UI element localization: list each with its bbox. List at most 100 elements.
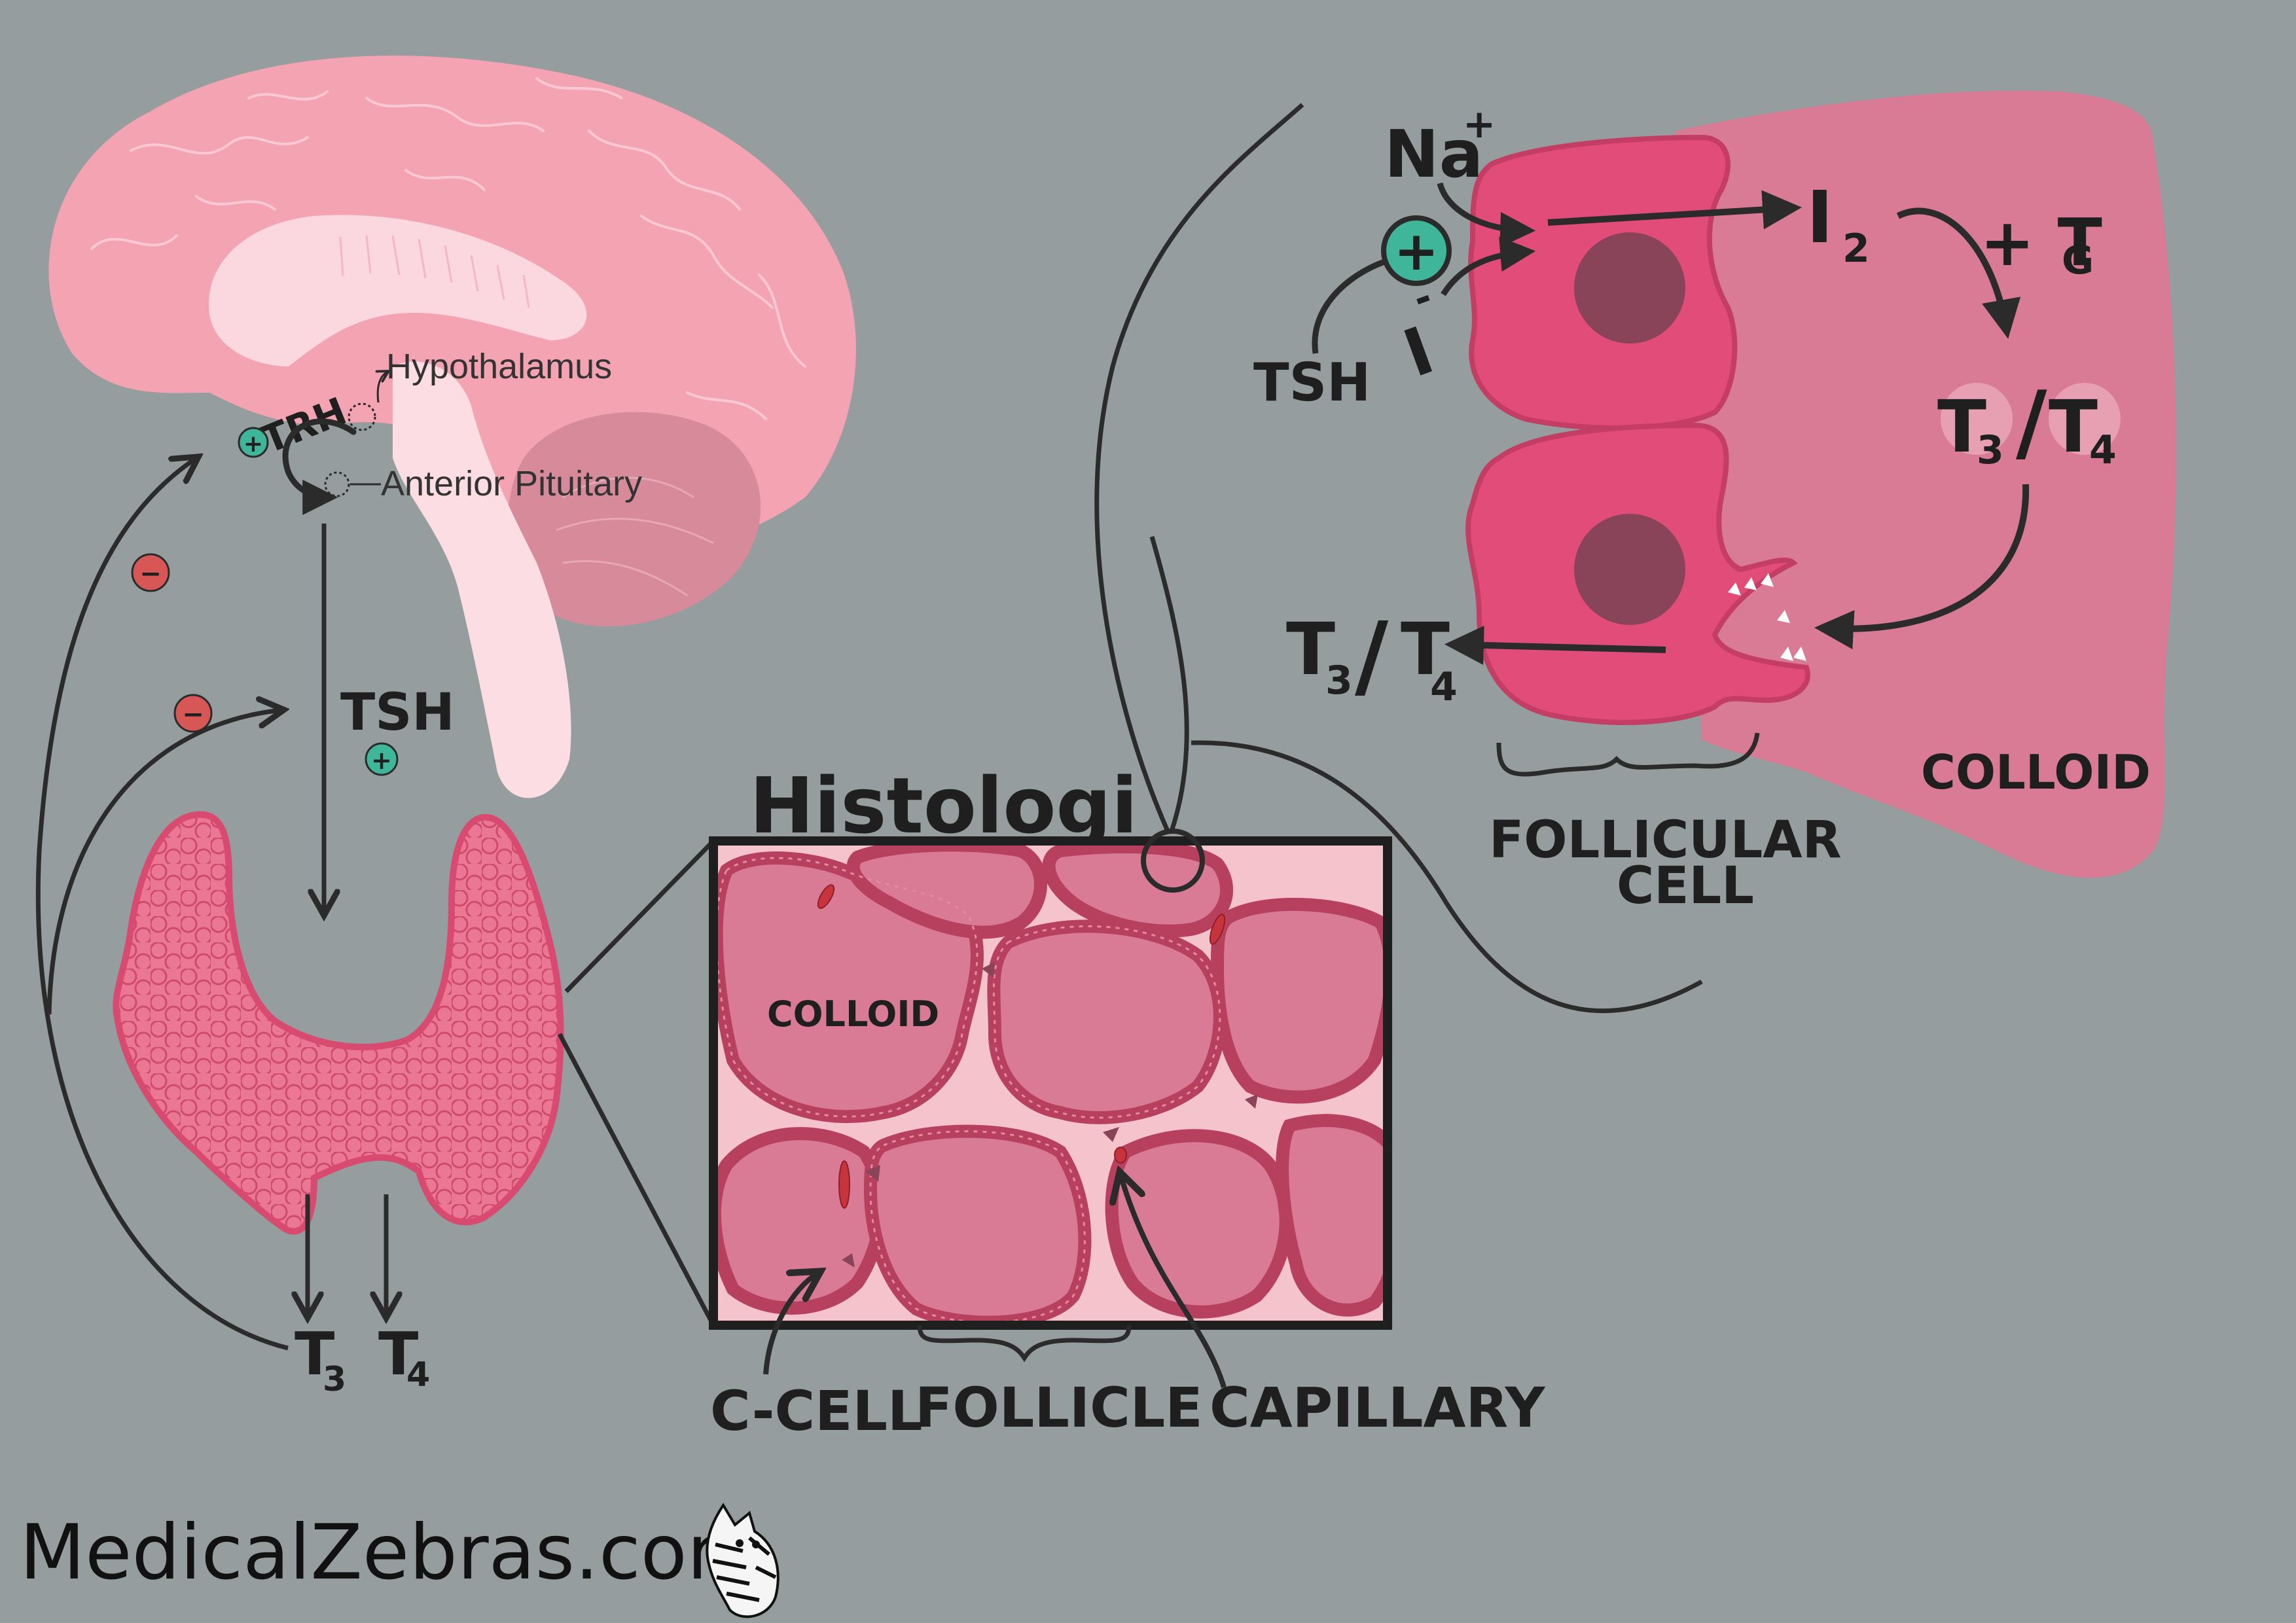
svg-text:3: 3 — [1325, 658, 1353, 704]
na-arrow — [1437, 182, 1536, 247]
t3-bubble — [1941, 383, 2013, 455]
iodine-transport-arrow — [1547, 190, 1802, 230]
zebra-logo-icon — [706, 1503, 780, 1618]
svg-text:I: I — [1394, 312, 1443, 393]
capillary — [1209, 914, 1226, 945]
tsh-input-arrow — [1312, 259, 1386, 354]
svg-text:2: 2 — [1842, 226, 1870, 272]
c-cell — [1103, 1127, 1119, 1142]
svg-text:−: − — [139, 559, 162, 589]
trh-plus-badge — [238, 427, 269, 458]
minus-badge-pituitary — [173, 694, 213, 733]
minus-badge-hypothalamus — [131, 553, 170, 592]
colloid-detail-label: COLLOID — [1921, 745, 2151, 800]
svg-text:T: T — [295, 1320, 334, 1389]
brain-illustration — [48, 56, 856, 798]
symporter-plus-badge — [1381, 215, 1452, 286]
follicle — [1276, 1114, 1388, 1317]
svg-text:4: 4 — [2089, 427, 2117, 473]
svg-text:I: I — [1806, 175, 1833, 259]
site-logo-text: MedicalZebras.com — [20, 1508, 761, 1597]
trh-arrow — [282, 418, 357, 515]
svg-text:Na: Na — [1384, 116, 1483, 192]
capillary — [817, 884, 835, 909]
brainstem — [393, 361, 571, 798]
follicular-cell-label-2: CELL — [1617, 857, 1754, 916]
pituitary-label: Anterior Pituitary — [381, 464, 642, 503]
capillary — [838, 1160, 850, 1209]
zoom-curve-upper — [1094, 103, 1304, 834]
follicle — [987, 919, 1227, 1124]
svg-text:T: T — [1937, 385, 1986, 469]
svg-text:G: G — [2062, 238, 2094, 283]
capillary-pointer — [1121, 1175, 1227, 1389]
t4-bubble — [2049, 383, 2121, 455]
c-cell-pointer — [763, 1273, 818, 1375]
svg-text:−: − — [182, 700, 204, 730]
follicle — [1210, 897, 1388, 1104]
follicle — [1105, 1129, 1293, 1319]
c-cell — [982, 962, 995, 978]
follicle — [1042, 841, 1234, 938]
pituitary-marker — [324, 471, 350, 497]
svg-text:4: 4 — [1430, 664, 1458, 710]
zoom-curve-right — [1191, 740, 1703, 1014]
svg-text:4: 4 — [406, 1355, 430, 1395]
hypothalamus-marker — [348, 402, 376, 431]
histology-panel — [713, 841, 1388, 1325]
t3t4-colloid-label: T 3 / T 4 — [1937, 372, 2117, 473]
hypothalamus-label: Hypothalamus — [386, 347, 612, 386]
svg-text:+: + — [371, 746, 392, 775]
tsh-input-label: TSH — [1253, 352, 1371, 413]
zoom-curve-left — [1149, 536, 1189, 832]
histology-title: Histologi — [749, 760, 1138, 851]
follicle-brace — [917, 1325, 1132, 1363]
feedback-arc-inner — [46, 710, 281, 1015]
follicle — [863, 1124, 1092, 1325]
iodide-arrow — [1441, 236, 1536, 296]
nucleus-lower — [1574, 514, 1685, 625]
c-cell — [865, 1165, 880, 1182]
svg-text:+: + — [243, 431, 263, 457]
svg-text:3: 3 — [323, 1360, 346, 1399]
secretion-arrow — [1444, 626, 1666, 666]
svg-text:T: T — [1286, 607, 1335, 691]
c-cell-label: C-CELL — [710, 1379, 923, 1443]
follicle — [713, 1127, 888, 1315]
endocytosis-pocket — [1728, 573, 1806, 661]
tg-label: + T G — [1980, 204, 2102, 283]
zoom-line-top — [564, 839, 715, 993]
tsh-plus-badge — [365, 742, 399, 776]
t3-label: T 3 — [295, 1320, 346, 1399]
histology-colloid-label: COLLOID — [767, 993, 939, 1035]
svg-text:+: + — [1463, 101, 1496, 147]
nucleus-upper — [1574, 232, 1685, 344]
t3t4-secreted-label: T 3 / T 4 — [1286, 603, 1458, 710]
svg-text:T: T — [2049, 385, 2098, 469]
iodination-arrow — [1896, 207, 2021, 339]
svg-text:T: T — [1401, 607, 1450, 691]
zoom-line-bottom — [557, 1033, 716, 1327]
svg-text:/: / — [2016, 372, 2047, 472]
svg-text:+ T: + T — [1980, 204, 2102, 281]
svg-text:+: + — [1394, 221, 1439, 283]
na-label: Na + — [1384, 101, 1496, 192]
hypothalamus-leader — [378, 372, 387, 403]
histology-frame — [709, 836, 1392, 1330]
follicular-cell-label-1: FOLLICULAR — [1489, 811, 1842, 870]
c-cell — [842, 1253, 855, 1268]
follicular-cell-brace — [1496, 732, 1760, 777]
c-cell — [1245, 1094, 1258, 1109]
i2-label: I 2 — [1806, 175, 1870, 272]
svg-text:3: 3 — [1977, 427, 2004, 473]
corpus-callosum — [209, 215, 587, 366]
capillary — [1114, 1147, 1127, 1164]
thyroid-gland — [113, 811, 564, 1235]
follicle-label: FOLLICLE — [915, 1376, 1203, 1440]
svg-text:/: / — [1355, 603, 1389, 709]
t4-label: T 4 — [378, 1320, 430, 1395]
capillary-label: CAPILLARY — [1210, 1376, 1546, 1440]
svg-text:T: T — [378, 1320, 418, 1389]
tsh-label: TSH — [340, 683, 455, 742]
